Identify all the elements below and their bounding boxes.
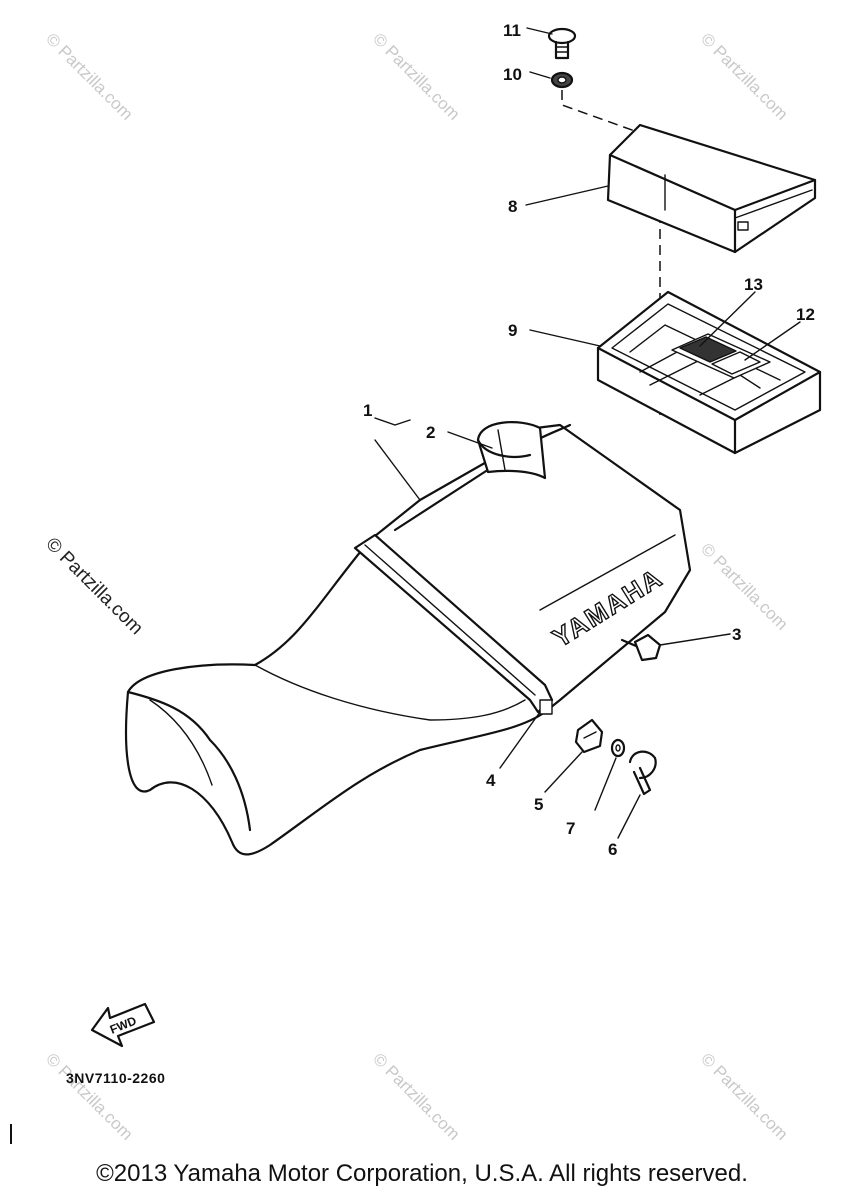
callout-3: 3 xyxy=(732,625,741,644)
part-washer-7 xyxy=(610,738,626,758)
part-clip-5 xyxy=(574,718,604,754)
callout-4: 4 xyxy=(486,771,496,790)
part-box-tray-9 xyxy=(596,290,822,455)
part-bolt-6 xyxy=(628,750,657,796)
copyright-notice: ©2013 Yamaha Motor Corporation, U.S.A. A… xyxy=(96,1160,748,1187)
part-decals-12-13 xyxy=(671,333,771,379)
margin-mark xyxy=(10,1124,12,1144)
diagram-code: 3NV7110-2260 xyxy=(66,1070,165,1086)
watermark: © Partzilla.com xyxy=(369,29,463,123)
part-bolt-3 xyxy=(620,633,662,662)
watermark: © Partzilla.com xyxy=(697,29,791,123)
callout-12: 12 xyxy=(796,305,815,324)
part-nut-10 xyxy=(550,71,574,89)
callout-9: 9 xyxy=(508,321,517,340)
callout-7: 7 xyxy=(566,819,575,838)
watermark: © Partzilla.com xyxy=(369,1049,463,1143)
watermark: © Partzilla.com xyxy=(697,539,791,633)
watermark: © Partzilla.com xyxy=(42,29,136,123)
leader-lines xyxy=(374,27,801,839)
part-box-lid-8 xyxy=(606,123,817,254)
callout-11: 11 xyxy=(503,21,521,40)
callout-8: 8 xyxy=(508,197,517,216)
watermark: © Partzilla.com xyxy=(697,1049,791,1143)
assembly-line xyxy=(561,90,661,420)
part-seat-1 xyxy=(124,421,692,856)
watermark: © Partzilla.com xyxy=(41,534,146,639)
callout-2: 2 xyxy=(426,423,435,442)
watermark: © Partzilla.com xyxy=(42,1049,136,1143)
fwd-arrow: FWD xyxy=(90,1002,156,1048)
callout-1: 1 xyxy=(363,401,372,420)
part-bracket-4 xyxy=(539,699,553,715)
part-screw-11 xyxy=(547,27,577,60)
callout-5: 5 xyxy=(534,795,543,814)
callout-10: 10 xyxy=(503,65,522,84)
callout-6: 6 xyxy=(608,840,617,859)
callouts: 11 10 8 13 12 9 1 2 3 4 5 7 6 xyxy=(363,21,815,859)
callout-13: 13 xyxy=(744,275,763,294)
